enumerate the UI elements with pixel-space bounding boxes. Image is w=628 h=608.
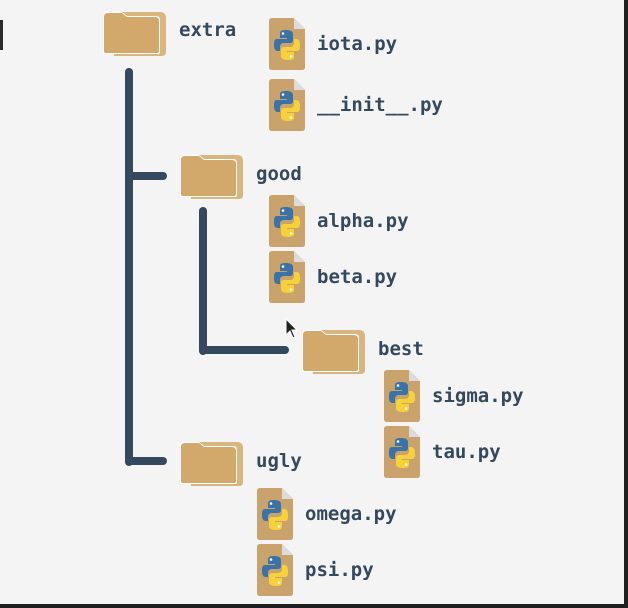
tree-connector	[199, 207, 207, 355]
python-file-icon[interactable]	[268, 78, 306, 132]
python-file-icon[interactable]	[268, 250, 306, 304]
python-file-icon[interactable]	[383, 369, 421, 423]
file-label[interactable]: omega.py	[305, 503, 397, 525]
folder-label-ugly[interactable]: ugly	[256, 450, 302, 472]
tree-connector	[125, 172, 167, 180]
window-edge	[0, 604, 628, 608]
python-file-icon[interactable]	[268, 194, 306, 248]
folder-icon[interactable]	[177, 436, 247, 488]
file-label[interactable]: psi.py	[305, 559, 374, 581]
folder-icon[interactable]	[100, 6, 170, 58]
file-label[interactable]: tau.py	[432, 441, 501, 463]
tree-connector	[125, 68, 133, 466]
file-label[interactable]: sigma.py	[432, 385, 524, 407]
window-edge	[624, 0, 628, 608]
file-label[interactable]: beta.py	[317, 266, 398, 288]
folder-label-best[interactable]: best	[378, 338, 424, 360]
mouse-cursor-icon	[285, 318, 299, 339]
folder-icon[interactable]	[177, 149, 247, 201]
folder-label-extra[interactable]: extra	[179, 19, 237, 41]
file-label[interactable]: iota.py	[317, 33, 398, 55]
window-edge	[0, 20, 3, 50]
folder-label-good[interactable]: good	[256, 163, 302, 185]
file-label[interactable]: alpha.py	[317, 210, 409, 232]
tree-connector	[125, 457, 167, 465]
python-file-icon[interactable]	[256, 543, 294, 597]
python-file-icon[interactable]	[268, 17, 306, 71]
python-file-icon[interactable]	[383, 425, 421, 479]
folder-icon[interactable]	[299, 324, 369, 376]
file-label[interactable]: __init__.py	[317, 94, 443, 116]
tree-connector	[199, 346, 289, 354]
python-file-icon[interactable]	[256, 487, 294, 541]
